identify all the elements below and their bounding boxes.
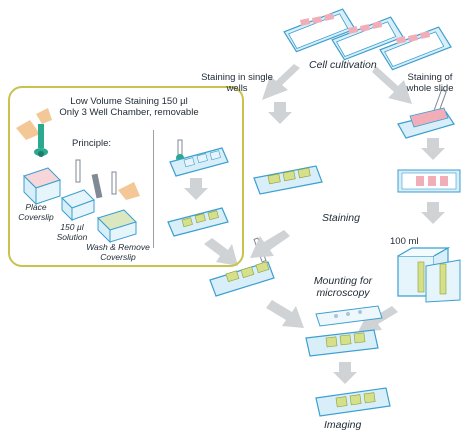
label-100ml: 100 ml <box>390 236 419 247</box>
label-staining-single-wells: Staining in single wells <box>201 72 273 94</box>
wash-remove-illustration <box>91 171 140 244</box>
imaging-slide <box>315 387 391 417</box>
arrow-down-right-2 <box>421 202 445 224</box>
single-wells-chamber-mid <box>253 165 323 195</box>
box-title-line2: Only 3 Well Chamber, removable <box>59 107 199 118</box>
whole-slide-chamber <box>397 107 455 139</box>
whole-slide-pink <box>397 169 461 193</box>
arrow-down-right-1 <box>421 138 445 160</box>
arrow-down-imaging <box>333 362 357 384</box>
arrow-down-mid-1 <box>268 102 292 124</box>
label-principle: Principle: <box>72 138 112 149</box>
place-coverslip-illustration <box>23 167 61 206</box>
label-staining-whole-slide: Staining of whole slide <box>406 72 454 94</box>
label-place-coverslip: Place Coverslip <box>18 202 54 222</box>
pipette-icon <box>34 124 48 157</box>
mounted-slide <box>305 329 379 357</box>
solution-illustration <box>61 159 95 222</box>
cultivation-slide-3 <box>377 24 454 72</box>
box-title-line1: Low Volume Staining 150 µl <box>70 96 188 107</box>
arrow-box-exit <box>204 238 238 266</box>
label-imaging: Imaging <box>324 419 362 431</box>
low-volume-box <box>8 86 244 267</box>
label-150-solution: 150 µl Solution <box>56 222 88 242</box>
label-wash-remove: Wash & Remove Coverslip <box>86 242 150 262</box>
arrow-to-whole-slide <box>372 66 412 104</box>
label-cell-cultivation: Cell cultivation <box>309 59 377 71</box>
cultivation-slide-1 <box>281 6 358 54</box>
label-staining: Staining <box>322 212 360 224</box>
box-chamber-bottom <box>167 207 229 237</box>
cultivation-slide-2 <box>329 14 406 62</box>
arrow-to-single-wells <box>262 64 300 100</box>
coverslip-slide <box>315 305 383 327</box>
box-divider <box>153 130 154 248</box>
arrow-box-to-lower <box>250 230 290 258</box>
label-mounting: Mounting for microscopy <box>313 275 373 299</box>
staining-jar-icon <box>397 246 461 303</box>
box-chamber-top <box>169 139 229 177</box>
hand-icon <box>16 108 52 140</box>
arrow-mid-to-mounting <box>266 300 304 328</box>
